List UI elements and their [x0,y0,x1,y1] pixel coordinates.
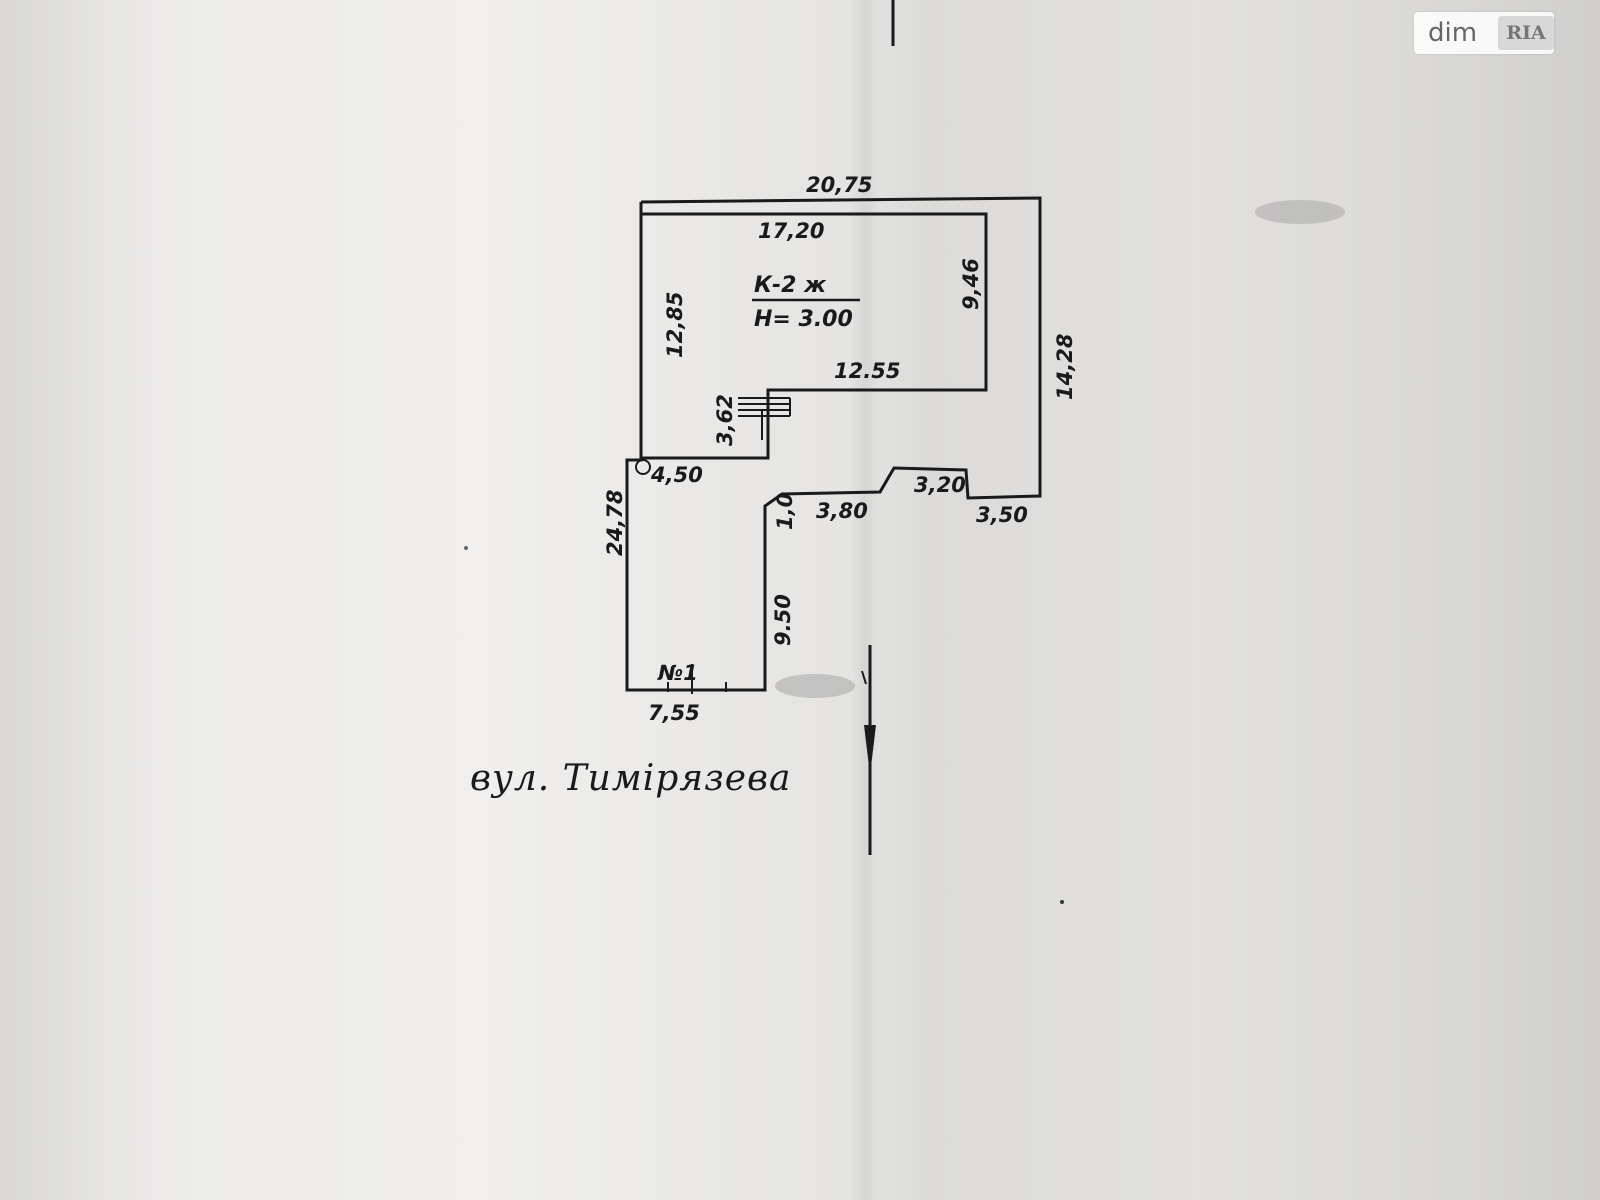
dim-right-base: 3,50 [976,503,1028,527]
inner-room-outline [639,212,988,460]
dim-inner-bottom: 12.55 [834,359,900,383]
dim-stair-height: 3,62 [713,394,737,446]
redacted-smudge-top [1255,200,1345,224]
dimria-watermark: dim RIA [1414,12,1554,54]
height-label: Н= 3.00 [754,307,853,332]
entry-mark: №1 [657,661,698,685]
dim-inner-top: 17,20 [758,219,824,243]
dim-bottom: 7,55 [648,701,700,725]
dim-step-mid: 3,80 [816,499,868,523]
room-label: К-2 ж [754,273,827,298]
dim-outer-left: 24,78 [603,490,627,556]
entrance-short-line [861,670,867,685]
redacted-smudge [775,674,855,698]
dim-notch: 3,20 [914,473,966,497]
outer-outline [625,196,1042,692]
dim-outer-top: 20,75 [806,173,872,197]
dim-step-short: 1,0 [773,493,797,530]
dim-wing-right: 9.50 [771,594,795,646]
speck [464,546,468,550]
entrance-arrow [864,645,876,855]
corner-marker [635,459,651,475]
dim-inner-right: 9,46 [959,258,983,310]
dim-left-ledge: 4,50 [650,463,703,487]
dim-inner-left: 12,85 [663,292,687,358]
street-name: вул. Тимірязева [470,758,791,799]
dim-outer-right: 14,28 [1053,334,1077,400]
speck [1060,900,1064,904]
watermark-dim-text: dim [1428,18,1478,48]
watermark-ria-badge: RIA [1498,16,1554,50]
stair-icon [738,397,791,440]
bottom-ticks [667,664,727,694]
